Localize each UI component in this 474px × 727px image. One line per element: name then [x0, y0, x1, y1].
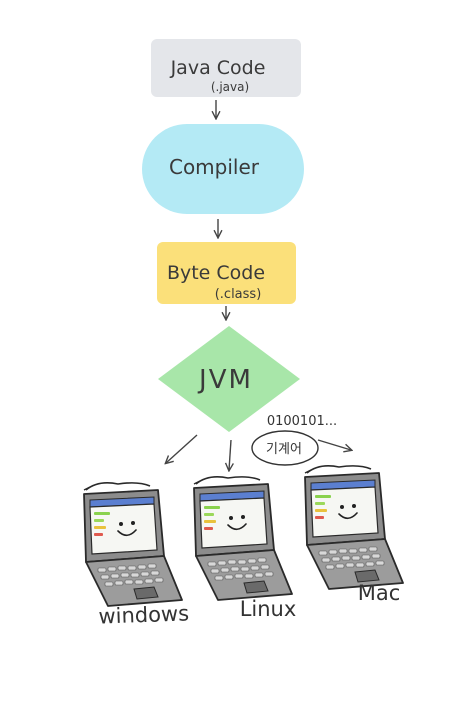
compiler-title: Compiler	[169, 155, 260, 179]
byte-code-box	[157, 242, 296, 304]
arrow-jvm-to-mac	[317, 439, 351, 450]
mac-laptop-icon	[304, 464, 404, 590]
java-code-box	[151, 39, 301, 97]
platform-label-linux: Linux	[240, 597, 297, 621]
platform-label-mac: Mac	[358, 581, 401, 605]
binary-label: 0100101...	[267, 414, 337, 429]
machine-code-bubble	[251, 430, 319, 466]
arrow-jvm-to-linux	[229, 439, 231, 470]
windows-laptop-icon	[83, 481, 183, 607]
byte-code-title: Byte Code	[167, 262, 265, 284]
jvm-title: JVM	[197, 365, 253, 395]
arrow-jvm-to-windows	[166, 434, 198, 463]
linux-laptop-icon	[193, 475, 293, 601]
java-code-subtitle: (.java)	[211, 80, 249, 94]
platform-label-windows: windows	[98, 601, 189, 628]
machine-code-label: 기계어	[266, 442, 302, 457]
byte-code-subtitle: (.class)	[215, 287, 262, 302]
jvm-diamond	[158, 326, 300, 432]
compiler-node	[142, 124, 304, 214]
java-code-title: Java Code	[170, 57, 266, 79]
